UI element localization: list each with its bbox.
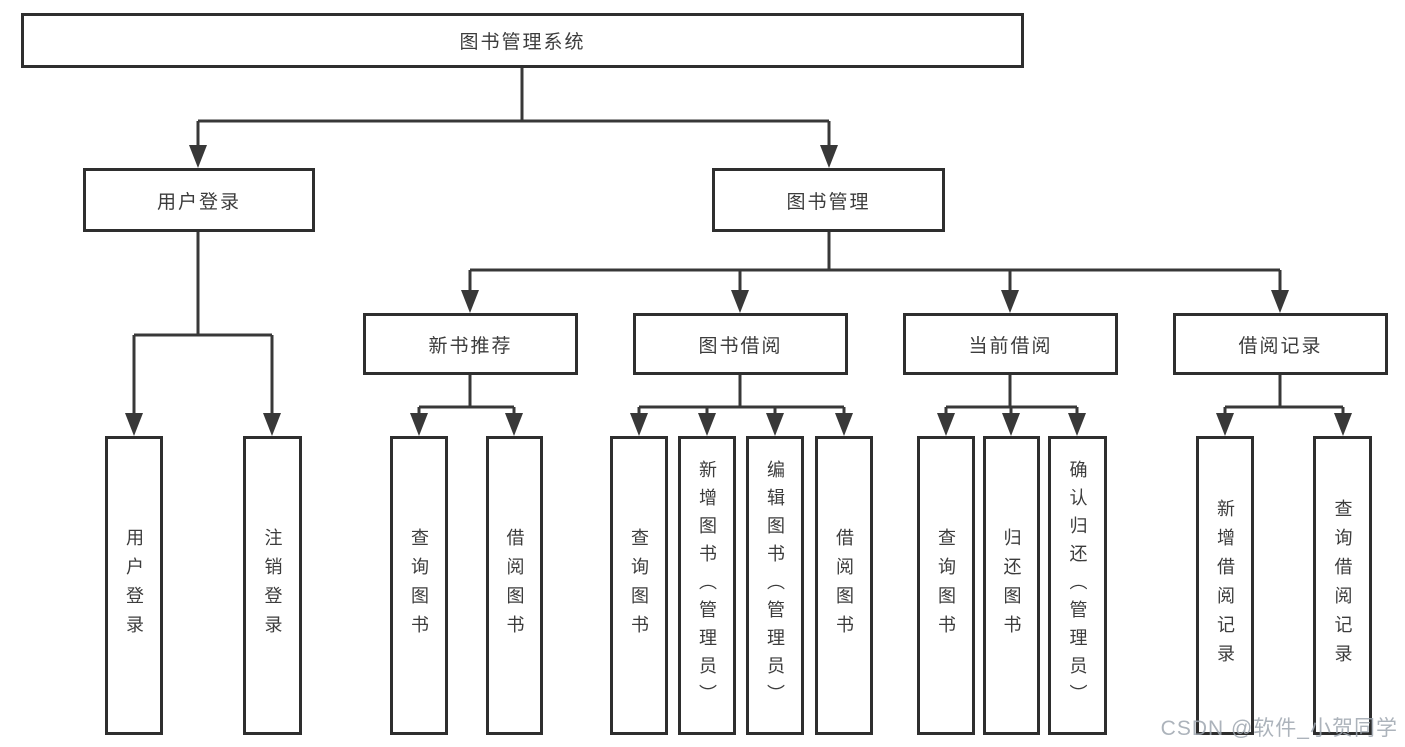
node-current-borrow: 当前借阅 — [903, 313, 1118, 375]
leaf-confirm-return-admin-label: 确认归还（管理员） — [1067, 459, 1088, 712]
leaf-add-borrow-record: 新增借阅记录 — [1196, 436, 1254, 735]
node-root: 图书管理系统 — [21, 13, 1024, 68]
leaf-edit-book-admin-label: 编辑图书（管理员） — [765, 459, 785, 712]
leaf-query-books-current-label: 查询图书 — [936, 527, 956, 644]
node-user-login: 用户登录 — [83, 168, 315, 232]
leaf-edit-book-admin: 编辑图书（管理员） — [746, 436, 804, 735]
leaf-query-books-recommend-label: 查询图书 — [409, 527, 429, 644]
leaf-query-borrow-record-label: 查询借阅记录 — [1332, 498, 1353, 673]
leaf-borrow-books: 借阅图书 — [815, 436, 873, 735]
connector-borrow-records-to-leaves — [1216, 375, 1352, 436]
connector-root-to-level2 — [189, 68, 838, 168]
node-book-borrow: 图书借阅 — [633, 313, 848, 375]
node-book-management: 图书管理 — [712, 168, 945, 232]
leaf-query-books-borrow: 查询图书 — [610, 436, 668, 735]
leaf-add-book-admin-label: 新增图书（管理员） — [697, 459, 717, 712]
leaf-query-books-recommend: 查询图书 — [390, 436, 448, 735]
leaf-query-books-current: 查询图书 — [917, 436, 975, 735]
leaf-add-borrow-record-label: 新增借阅记录 — [1215, 498, 1235, 673]
node-new-book-recommend: 新书推荐 — [363, 313, 578, 375]
connector-book-management-to-level3 — [461, 232, 1289, 313]
watermark-text: CSDN @软件_小贺同学 — [1160, 717, 1398, 740]
leaf-borrow-books-label: 借阅图书 — [834, 527, 854, 644]
connector-book-borrow-to-leaves — [630, 375, 853, 436]
connector-current-borrow-to-leaves — [937, 375, 1086, 436]
node-book-borrow-label: 图书借阅 — [698, 335, 783, 357]
node-book-management-label: 图书管理 — [786, 191, 871, 213]
connector-user-login-to-leaves — [125, 232, 281, 436]
node-root-label: 图书管理系统 — [459, 32, 586, 53]
node-new-book-recommend-label: 新书推荐 — [428, 335, 513, 357]
leaf-query-books-borrow-label: 查询图书 — [629, 527, 649, 644]
leaf-return-books: 归还图书 — [983, 436, 1040, 735]
node-current-borrow-label: 当前借阅 — [968, 335, 1053, 357]
leaf-user-login: 用户登录 — [105, 436, 163, 735]
leaf-return-books-label: 归还图书 — [1001, 527, 1022, 644]
leaf-logout-label: 注销登录 — [262, 527, 283, 644]
leaf-borrow-books-recommend: 借阅图书 — [486, 436, 543, 735]
leaf-borrow-books-recommend-label: 借阅图书 — [504, 527, 525, 644]
leaf-query-borrow-record: 查询借阅记录 — [1313, 436, 1372, 735]
leaf-logout: 注销登录 — [243, 436, 302, 735]
leaf-add-book-admin: 新增图书（管理员） — [678, 436, 736, 735]
leaf-confirm-return-admin: 确认归还（管理员） — [1048, 436, 1107, 735]
leaf-user-login-label: 用户登录 — [124, 527, 144, 644]
node-user-login-label: 用户登录 — [156, 191, 241, 213]
node-borrow-records: 借阅记录 — [1173, 313, 1388, 375]
connector-new-book-recommend-to-leaves — [410, 375, 523, 436]
node-borrow-records-label: 借阅记录 — [1238, 335, 1323, 357]
